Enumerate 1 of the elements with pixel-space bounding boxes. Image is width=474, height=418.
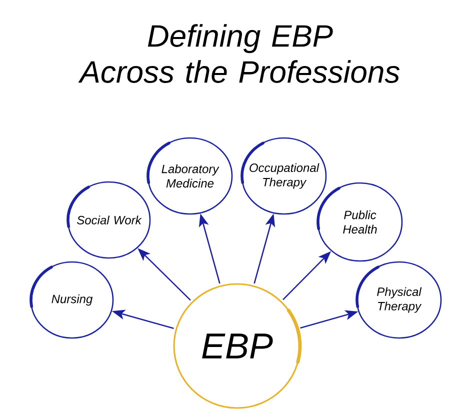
title: Defining EBP Across the Professions (78, 24, 400, 83)
